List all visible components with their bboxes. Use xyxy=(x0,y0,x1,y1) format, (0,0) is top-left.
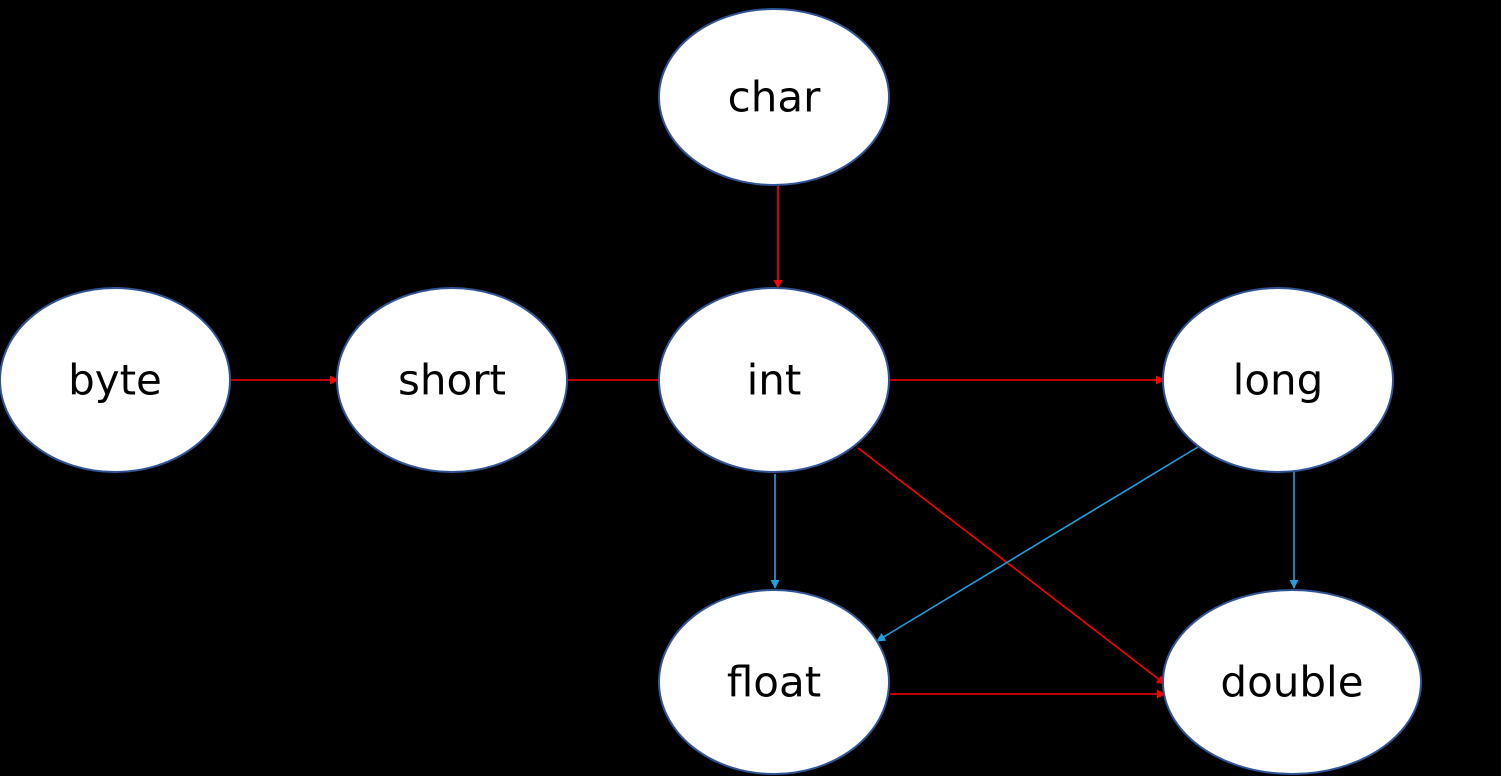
edge-long-to-float xyxy=(876,446,1199,642)
node-int[interactable]: int xyxy=(658,287,890,473)
node-long[interactable]: long xyxy=(1162,287,1394,473)
node-short-label: short xyxy=(398,356,506,405)
node-long-ellipse xyxy=(1162,287,1394,473)
node-byte[interactable]: byte xyxy=(0,287,231,473)
node-double-label: double xyxy=(1220,658,1363,707)
node-char-ellipse xyxy=(658,8,890,186)
edges-layer xyxy=(231,170,1299,699)
node-double-ellipse xyxy=(1162,589,1422,775)
node-float[interactable]: float xyxy=(658,589,890,775)
node-int-ellipse xyxy=(658,287,890,473)
node-char-label: char xyxy=(728,73,821,122)
node-byte-label: byte xyxy=(68,356,162,405)
node-long-label: long xyxy=(1233,356,1324,405)
node-float-ellipse xyxy=(658,589,890,775)
node-short-ellipse xyxy=(336,287,568,473)
node-short[interactable]: short xyxy=(336,287,568,473)
node-float-label: float xyxy=(727,658,821,707)
edge-int-to-double xyxy=(857,447,1166,685)
node-double[interactable]: double xyxy=(1162,589,1422,775)
node-int-label: int xyxy=(747,356,802,405)
node-byte-ellipse xyxy=(0,287,231,473)
node-char[interactable]: char xyxy=(658,8,890,186)
